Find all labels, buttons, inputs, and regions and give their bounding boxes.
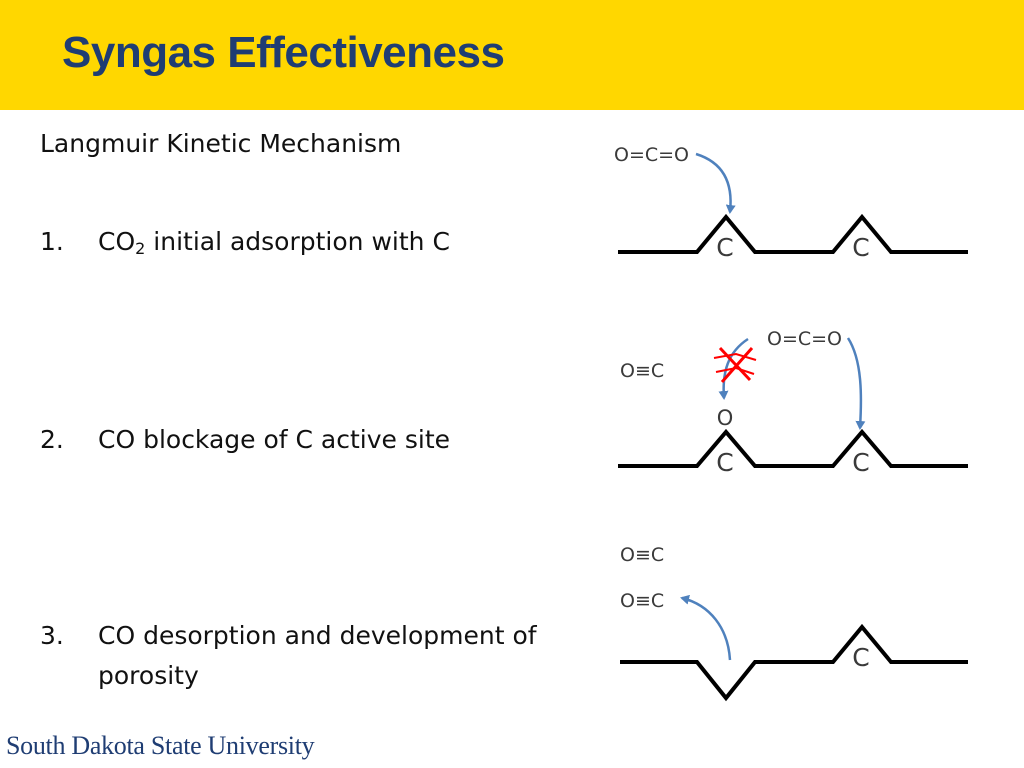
university-logo-text: South Dakota State University (6, 731, 315, 760)
step-text: CO2 initial adsorption with C (98, 222, 578, 269)
carbon-surface-line (618, 213, 968, 254)
carbon-site-label: C (852, 643, 869, 672)
step-text: CO desorption and development of porosit… (98, 621, 537, 690)
slide-title: Syngas Effectiveness (62, 28, 505, 77)
diagram-step-2: O≡C O=C=O O C C (618, 328, 968, 477)
blocked-adsorption-arrow (718, 337, 749, 400)
blocked-cross-icon (713, 346, 757, 383)
adsorption-arrow (846, 337, 866, 430)
subtitle: Langmuir Kinetic Mechanism (40, 129, 402, 158)
step-text-subscript: 2 (135, 239, 146, 258)
step-number: 3. (40, 621, 64, 650)
carbon-site-label: C (852, 233, 869, 262)
diagram-step-3: O≡C O≡C C (620, 544, 968, 702)
step-text: CO blockage of C active site (98, 425, 451, 454)
diagram-step-1: O=C=O C C (614, 144, 968, 262)
co-molecule-label: O≡C (620, 360, 664, 382)
adsorption-arrow (695, 152, 736, 214)
carbon-site-label: C (852, 448, 869, 477)
step-text-prefix: CO (98, 227, 136, 256)
desorption-arrow (680, 594, 732, 661)
header-bar (0, 0, 1024, 110)
carbon-surface-line (620, 623, 968, 702)
carbon-surface-line (618, 428, 968, 468)
step-number: 1. (40, 227, 64, 256)
step-text-suffix: initial adsorption with C (145, 227, 450, 256)
co2-molecule-label: O=C=O (767, 328, 842, 350)
co-molecule-label: O≡C (620, 590, 664, 612)
carbon-site-label: C (716, 233, 733, 262)
co-molecule-label: O≡C (620, 544, 664, 566)
step-number: 2. (40, 425, 64, 454)
adsorbed-oxygen-label: O (717, 406, 734, 430)
carbon-site-label: C (716, 448, 733, 477)
co2-molecule-label: O=C=O (614, 144, 689, 166)
